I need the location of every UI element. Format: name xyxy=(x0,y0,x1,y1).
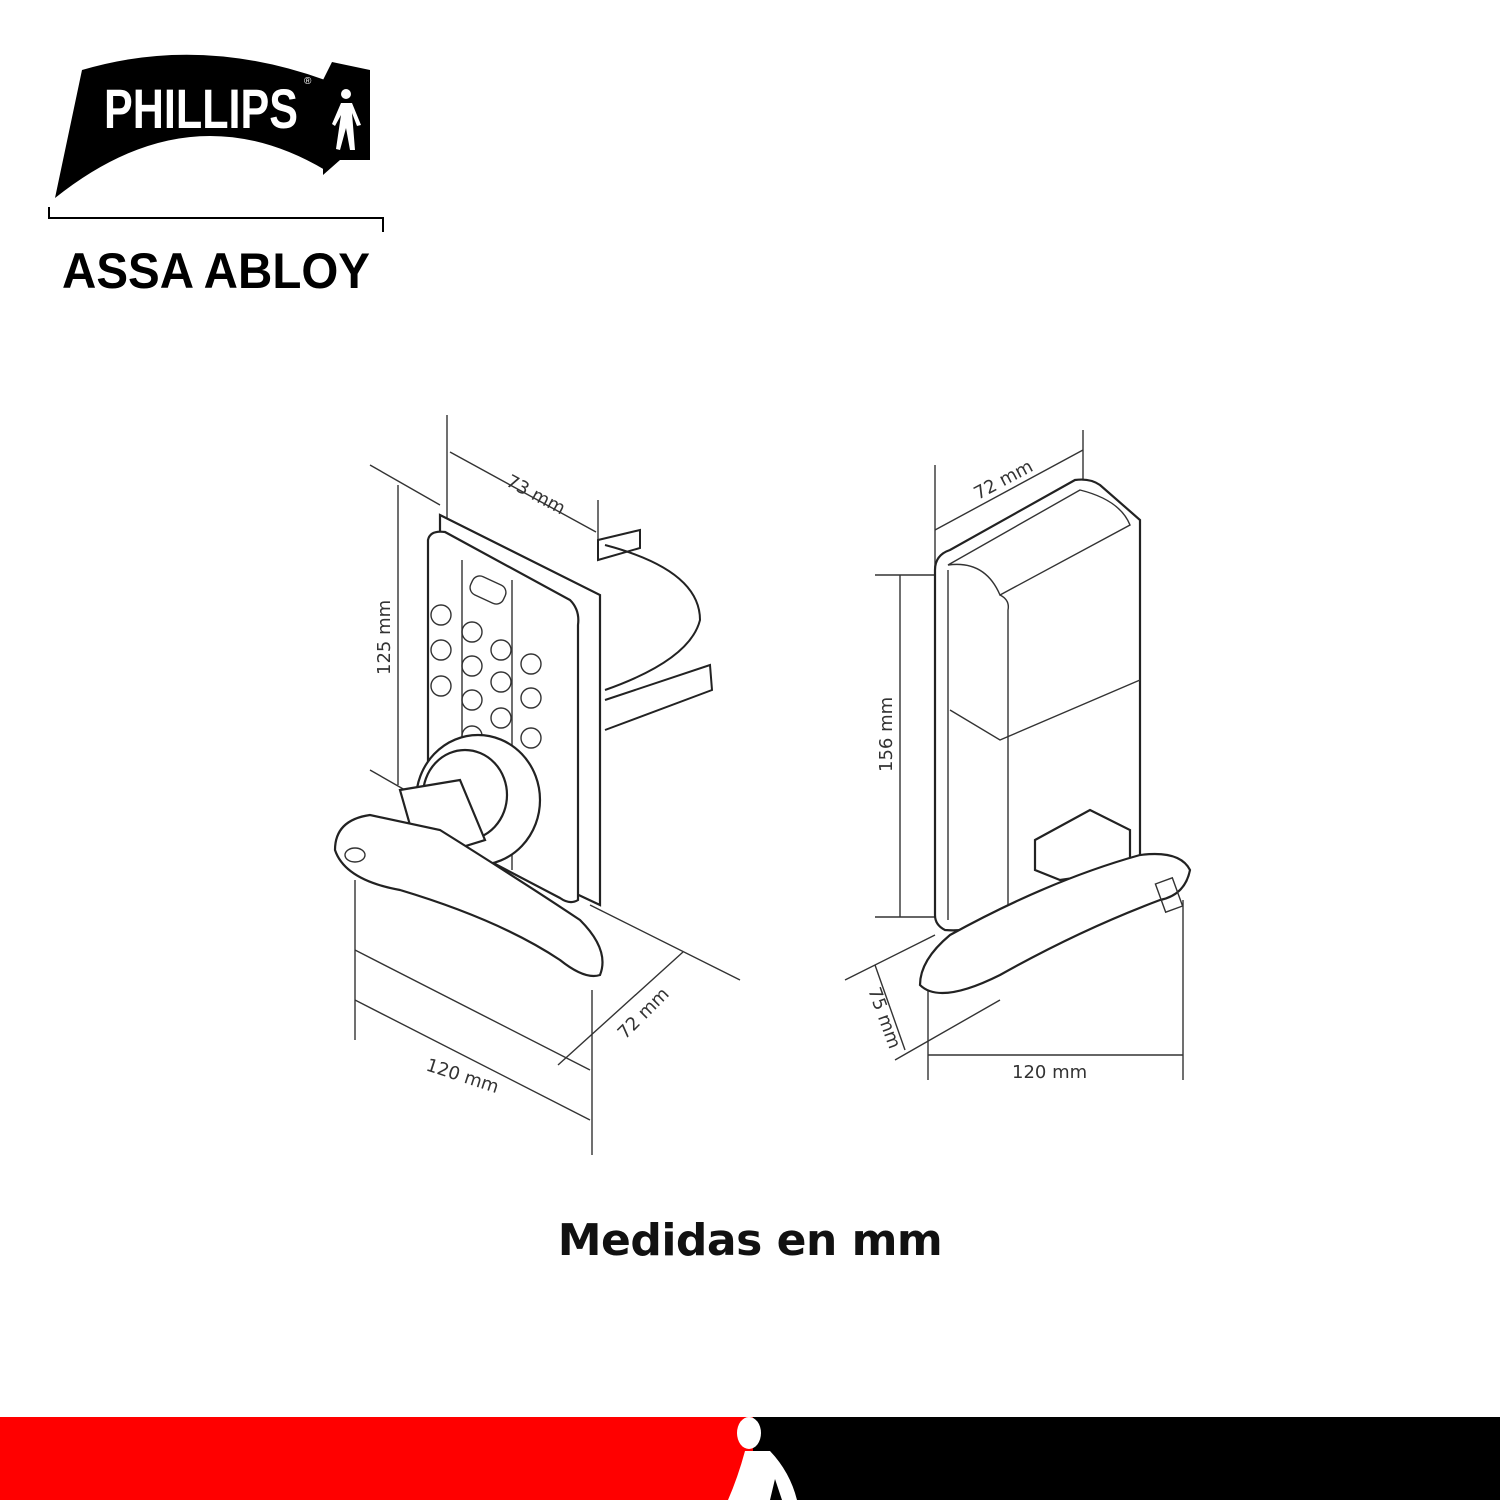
walking-man-icon xyxy=(728,1417,797,1500)
left-height-label: 125 mm xyxy=(374,600,395,675)
phillips-assa-abloy-logo: PHILLIPS ® ASSA ABLOY xyxy=(48,54,384,299)
footer-brand-bar xyxy=(0,1417,1500,1500)
left-width-label: 73 mm xyxy=(503,471,569,519)
left-lock-view: 73 mm 125 mm 72 mm 120 mm xyxy=(333,415,741,1155)
logo-phillips-text: PHILLIPS xyxy=(104,77,298,140)
logo-registered-mark: ® xyxy=(304,76,312,87)
logo-assa-abloy-text: ASSA ABLOY xyxy=(62,243,370,299)
right-lever-label: 120 mm xyxy=(1012,1062,1087,1083)
measurement-caption: Medidas en mm xyxy=(557,1215,943,1266)
left-lever-label: 120 mm xyxy=(423,1055,501,1098)
right-depth-label: 75 mm xyxy=(863,985,905,1052)
right-lock-view: 72 mm 156 mm 75 mm 120 mm xyxy=(844,430,1192,1083)
left-depth-label: 72 mm xyxy=(614,984,674,1044)
right-height-label: 156 mm xyxy=(876,697,897,772)
